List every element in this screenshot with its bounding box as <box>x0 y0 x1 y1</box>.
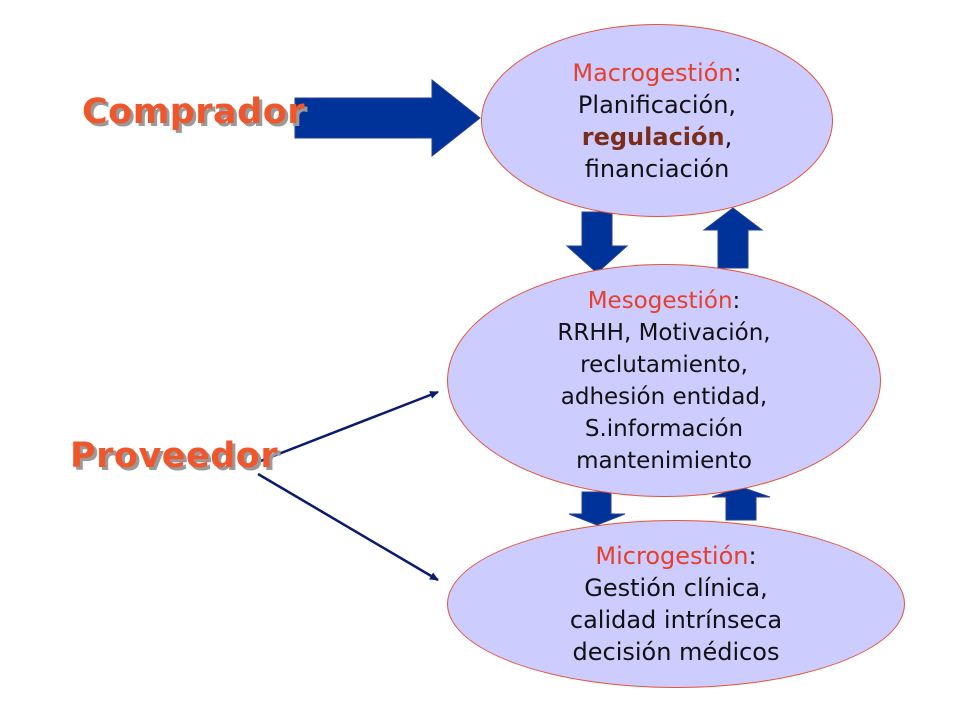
microgestion-title-colon: : <box>748 542 757 570</box>
macrogestion-comma: , <box>724 122 733 151</box>
mesogestion-node: Mesogestión: RRHH, Motivación, reclutami… <box>447 264 881 497</box>
mesogestion-title: Mesogestión: <box>588 285 741 317</box>
microgestion-title-text: Microgestión <box>595 542 749 570</box>
mesogestion-line: S.información <box>584 415 744 442</box>
macro-to-meso-down-arrow <box>565 211 629 274</box>
proveedor-label: Proveedor <box>70 436 279 476</box>
mesogestion-title-text: Mesogestión <box>587 287 733 314</box>
macrogestion-line-1: Planificación, <box>577 90 737 119</box>
macrogestion-title-colon: : <box>733 58 742 87</box>
macrogestion-line-2: regulación, <box>582 121 732 153</box>
meso-to-micro-down-arrow <box>568 491 626 526</box>
macrogestion-title-text: Macrogestión <box>572 58 734 87</box>
mesogestion-line: mantenimiento <box>576 447 752 474</box>
microgestion-node: Microgestión: Gestión clínica, calidad i… <box>447 520 905 688</box>
microgestion-title: Microgestión: <box>595 540 756 572</box>
mesogestion-line: reclutamiento, <box>580 351 748 378</box>
macrogestion-node: Macrogestión: Planificación, regulación,… <box>481 24 833 217</box>
macrogestion-line-3: financiación <box>584 154 730 183</box>
mesogestion-line: RRHH, Motivación, <box>557 319 771 346</box>
proveedor-to-micro-line <box>257 472 439 582</box>
mesogestion-line: adhesión entidad, <box>560 383 768 410</box>
microgestion-line: decisión médicos <box>572 638 780 666</box>
proveedor-to-meso-line <box>257 390 439 464</box>
meso-to-macro-up-arrow <box>702 207 764 269</box>
microgestion-line: calidad intrínseca <box>569 606 783 634</box>
mesogestion-title-colon: : <box>732 287 741 314</box>
microgestion-line: Gestión clínica, <box>584 574 768 602</box>
comprador-label: Comprador <box>82 92 305 132</box>
comprador-to-macro-arrow <box>294 78 481 158</box>
macrogestion-bold-word: regulación <box>581 122 725 151</box>
macrogestion-title: Macrogestión: <box>572 57 741 89</box>
micro-to-meso-up-arrow <box>711 486 771 521</box>
